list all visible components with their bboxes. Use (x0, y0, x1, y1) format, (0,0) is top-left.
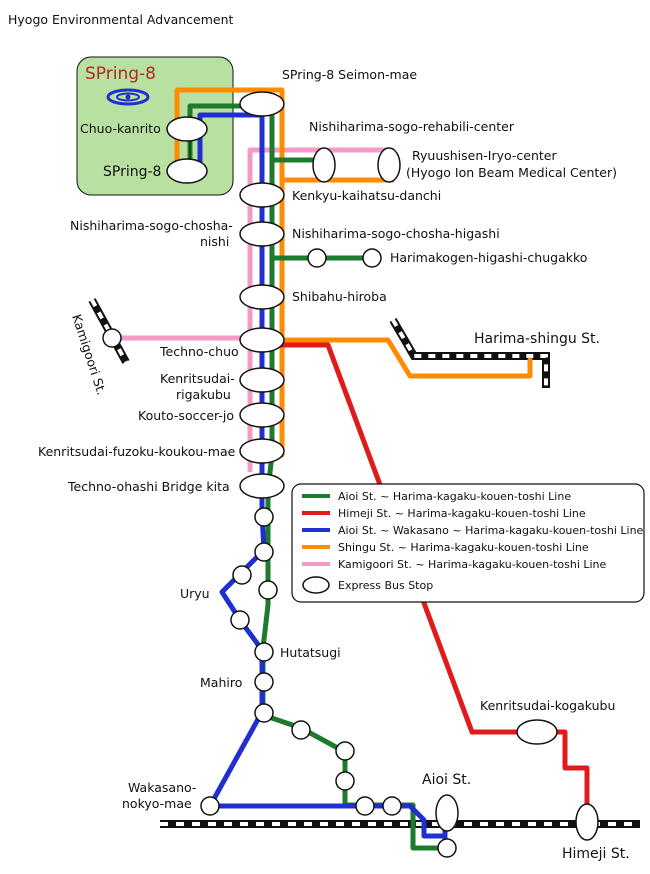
stop-small-1[interactable] (254, 507, 274, 527)
stop-ryuushisen-2[interactable] (377, 147, 401, 183)
label-wakasano-2: nokyo-mae (122, 796, 192, 811)
stop-fuzoku[interactable] (239, 438, 285, 464)
himeji-line (259, 342, 590, 825)
stop-green-4[interactable] (355, 796, 375, 816)
label-rigakubu-1: Kenritsudai- (160, 371, 235, 386)
legend-item-aioi: Aioi St. ~ Harima-kagaku-kouen-toshi Lin… (338, 490, 571, 503)
label-mahiro: Mahiro (200, 675, 242, 690)
label-shibahu: Shibahu-hiroba (292, 289, 387, 304)
label-rehabili: Nishiharima-sogo-rehabili-center (309, 119, 515, 134)
label-techno-chuo: Techno-chuo (159, 344, 239, 359)
stop-small-2[interactable] (254, 542, 274, 562)
label-hutatsugi: Hutatsugi (280, 645, 341, 660)
label-chosha-nishi-1: Nishiharima-sogo-chosha- (70, 218, 233, 233)
label-fuzoku: Kenritsudai-fuzoku-koukou-mae (38, 444, 236, 459)
legend-item-wakasano: Aioi St. ~ Wakasano ~ Harima-kagaku-koue… (338, 524, 644, 537)
stop-hutatsugi-upper[interactable] (258, 580, 278, 600)
stop-uryu-upper[interactable] (232, 565, 252, 585)
wakasano-line (197, 112, 448, 839)
kamigoori-line (109, 147, 395, 473)
stop-spring8-seimon-mae[interactable] (239, 91, 285, 117)
railway-shingu (389, 317, 550, 388)
stop-himeji[interactable] (575, 803, 599, 841)
stop-aioi-lower[interactable] (437, 838, 457, 858)
label-uryu: Uryu (180, 586, 210, 601)
label-kenkyu: Kenkyu-kaihatsu-danchi (292, 188, 441, 203)
label-kouto-soccer: Kouto-soccer-jo (138, 408, 234, 423)
label-ryuushisen-2: (Hyogo Ion Beam Medical Center) (406, 165, 617, 180)
label-spring8: SPring-8 (103, 164, 161, 180)
stop-wakasano[interactable] (200, 796, 220, 816)
label-spring8-seimon-mae: SPring-8 Seimon-mae (282, 67, 417, 82)
shingu-line (174, 87, 533, 458)
label-harimakogen: Harimakogen-higashi-chugakko (390, 250, 587, 265)
stop-chuo-kanrito[interactable] (166, 116, 208, 142)
label-kogakubu: Kenritsudai-kogakubu (480, 698, 615, 713)
stop-shibahu[interactable] (239, 284, 285, 310)
stop-kogakubu[interactable] (516, 719, 558, 745)
label-chuo-kanrito: Chuo-kanrito (80, 121, 161, 136)
stop-kouto-soccer[interactable] (239, 402, 285, 428)
legend-item-himeji: Himeji St. ~ Harima-kagaku-kouen-toshi L… (338, 507, 586, 520)
bus-stops (102, 91, 599, 858)
label-chosha-higashi: Nishiharima-sogo-chosha-higashi (292, 226, 500, 241)
stop-junction[interactable] (254, 703, 274, 723)
stop-aioi[interactable] (435, 794, 459, 832)
spring8-logo-text: SPring-8 (85, 64, 156, 84)
stop-mahiro[interactable] (254, 672, 274, 692)
legend-stop-symbol (302, 576, 330, 594)
stop-spring8[interactable] (166, 158, 208, 184)
stop-green-3[interactable] (335, 771, 355, 791)
stop-ryuushisen-1[interactable] (312, 147, 336, 183)
label-aioi: Aioi St. (422, 772, 471, 788)
label-wakasano-1: Wakasano- (128, 780, 196, 795)
stop-green-5[interactable] (382, 796, 402, 816)
stop-chosha-higashi[interactable] (239, 221, 285, 247)
stop-uryu-lower[interactable] (230, 610, 250, 630)
stop-green-1[interactable] (291, 720, 311, 740)
stop-kenkyu[interactable] (239, 182, 285, 208)
stop-harimakogen-2[interactable] (362, 248, 382, 268)
stop-kamigoori[interactable] (102, 328, 122, 348)
legend: Aioi St. ~ Harima-kagaku-kouen-toshi Lin… (291, 483, 645, 603)
stop-techno-chuo[interactable] (239, 327, 285, 353)
stop-green-2[interactable] (335, 741, 355, 761)
label-harima-shingu: Harima-shingu St. (474, 331, 600, 347)
legend-item-kamigoori: Kamigoori St. ~ Harima-kagaku-kouen-tosh… (338, 558, 607, 571)
legend-item-shingu: Shingu St. ~ Harima-kagaku-kouen-toshi L… (338, 541, 589, 554)
label-rigakubu-2: rigakubu (176, 387, 231, 402)
label-ryuushisen-1: Ryuushisen-Iryo-center (412, 148, 557, 163)
stop-harimakogen-1[interactable] (307, 248, 327, 268)
legend-stop-label: Express Bus Stop (338, 579, 433, 592)
label-techno-ohashi: Techno-ohashi Bridge kita (67, 479, 230, 494)
label-himeji: Himeji St. (562, 846, 630, 862)
stop-techno-ohashi[interactable] (239, 473, 285, 499)
spring8-logo: SPring-8 (85, 64, 156, 106)
label-chosha-nishi-2: nishi (200, 234, 229, 249)
map-title: Hyogo Environmental Advancement (8, 12, 234, 27)
stop-rigakubu[interactable] (239, 367, 285, 393)
legend-box (291, 483, 645, 603)
stop-hutatsugi[interactable] (254, 642, 274, 662)
